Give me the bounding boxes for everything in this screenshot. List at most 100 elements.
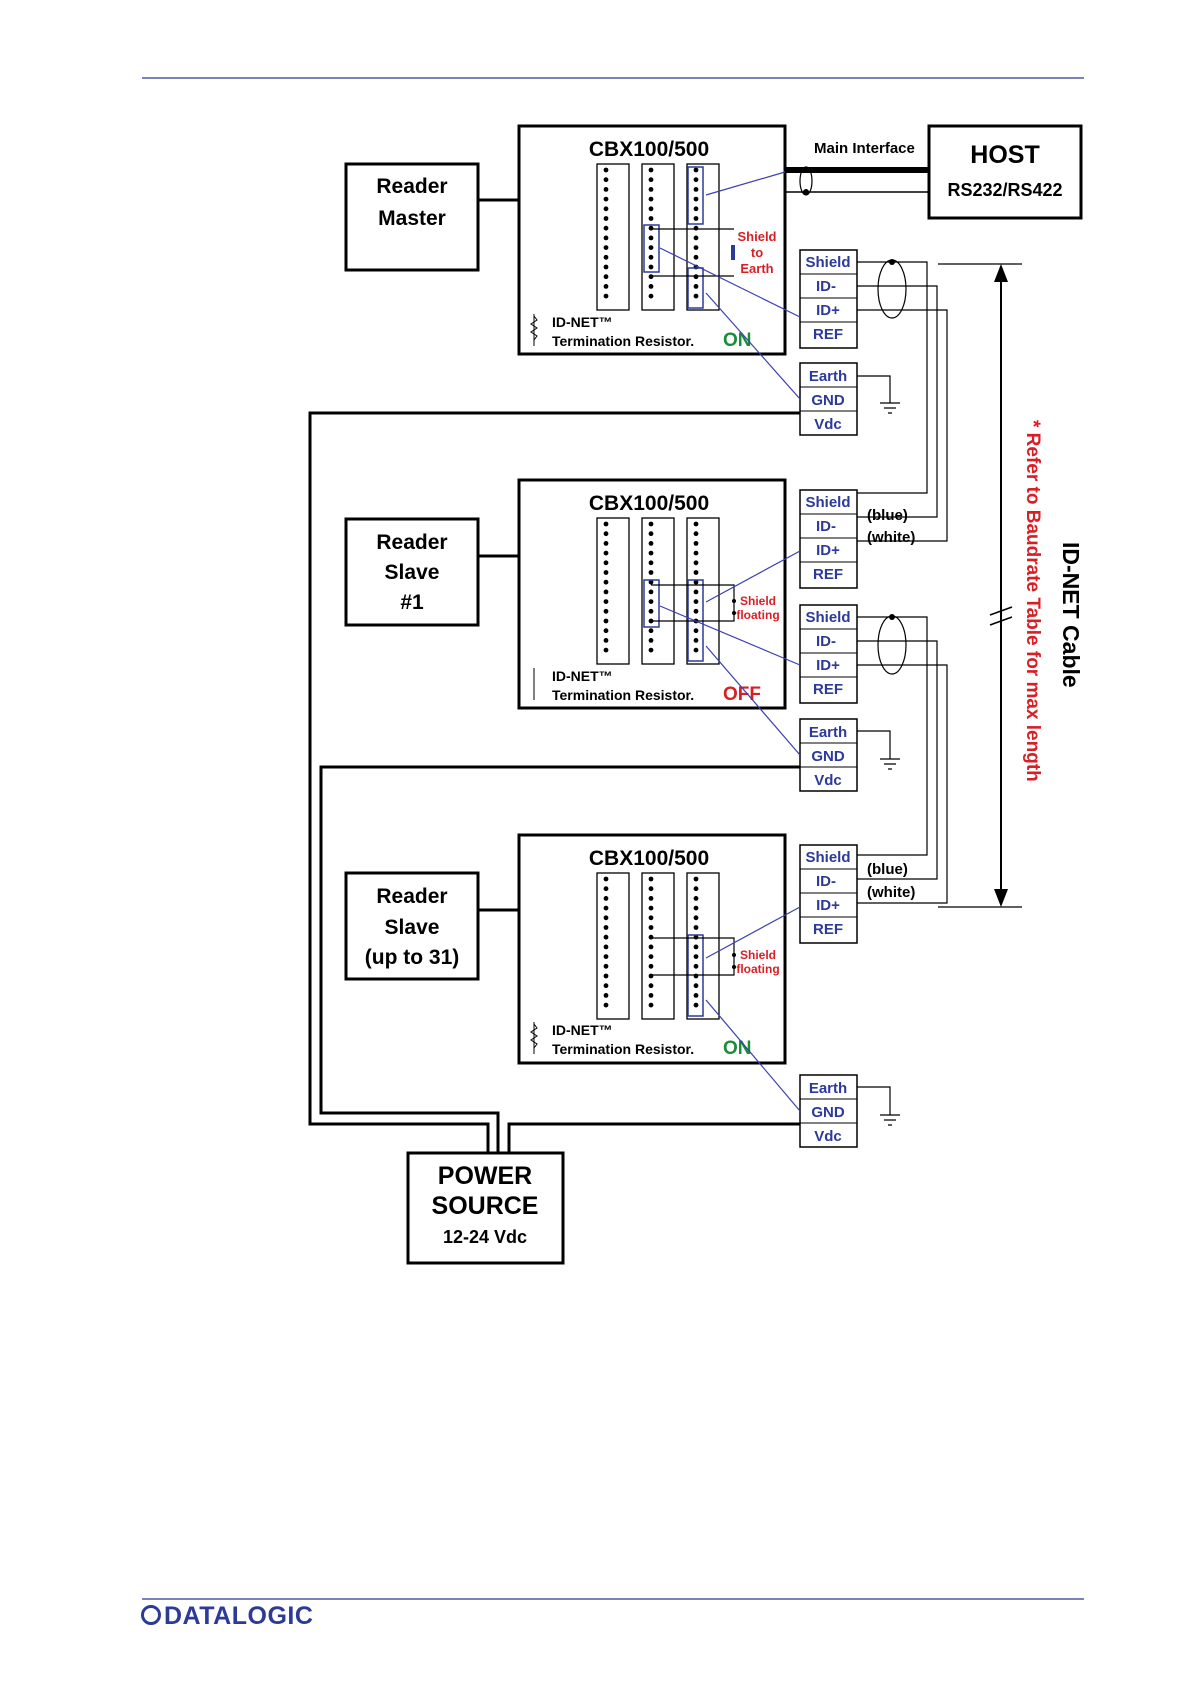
shield-note-3-line2: floating xyxy=(736,962,779,976)
terminal-dot xyxy=(603,550,609,556)
terminal-dot xyxy=(603,284,609,289)
terminal-dot xyxy=(648,934,654,940)
svg-text:ID-: ID- xyxy=(816,633,836,650)
terminal-dot xyxy=(648,915,654,921)
terminal-dot xyxy=(648,254,654,260)
terminal-dot xyxy=(648,647,654,653)
svg-text:ID+: ID+ xyxy=(816,657,840,674)
terminal-dot xyxy=(603,608,609,614)
terminal-dot xyxy=(648,608,654,614)
terminal-dot xyxy=(693,896,699,901)
terminal-dot xyxy=(648,886,654,892)
cbx-title-1: CBX100/500 xyxy=(589,138,709,161)
reader-slave1-line2: Slave xyxy=(385,561,440,584)
svg-text:Vdc: Vdc xyxy=(814,772,842,789)
terminal-dot xyxy=(603,206,609,212)
terminal-dot xyxy=(603,293,609,299)
power-source-line1: POWER xyxy=(438,1162,532,1190)
wire-white-2: (white) xyxy=(867,884,915,901)
idnet-terminal-4: Shield ID- ID+ REF xyxy=(799,844,858,944)
terminal-dot xyxy=(648,216,654,221)
terminal-dot xyxy=(693,177,699,183)
brand-name: DATALOGIC xyxy=(164,1602,314,1630)
terminal-dot xyxy=(648,245,654,251)
terminal-dot xyxy=(648,963,654,969)
terminal-dot xyxy=(603,521,609,527)
svg-text:GND: GND xyxy=(811,748,845,765)
svg-text:ID+: ID+ xyxy=(816,302,840,319)
idnet-label-3: ID-NET™ xyxy=(552,1022,613,1038)
terminal-dot xyxy=(693,983,699,989)
terminal-dot xyxy=(693,293,699,299)
terminal-dot xyxy=(648,628,654,634)
terminal-dot xyxy=(648,944,654,950)
termination-state-3: ON xyxy=(723,1038,752,1059)
idnet-cable-wires xyxy=(857,259,948,904)
terminal-dot xyxy=(693,531,699,537)
ground-symbols xyxy=(857,375,900,1126)
terminal-dot xyxy=(648,264,654,270)
svg-text:REF: REF xyxy=(813,921,843,938)
terminal-dot xyxy=(648,896,654,901)
main-interface-label: Main Interface xyxy=(814,140,915,157)
terminal-dot xyxy=(603,245,609,251)
svg-text:ID+: ID+ xyxy=(816,897,840,914)
terminal-dot xyxy=(693,647,699,653)
cbx-box-1: CBX100/500 Shield to Earth ID-NET™ Termi… xyxy=(517,124,787,356)
terminal-dot xyxy=(693,550,699,556)
reader-slave1-box: Reader Slave #1 xyxy=(344,517,480,627)
terminal-dot xyxy=(693,944,699,950)
terminal-dot xyxy=(693,599,699,604)
termination-state-2: OFF xyxy=(723,684,761,705)
svg-text:GND: GND xyxy=(811,392,845,409)
terminal-dot xyxy=(693,187,699,192)
reader-slave-n-line3: (up to 31) xyxy=(365,946,460,969)
cable-length-arrow xyxy=(938,263,1022,908)
svg-text:REF: REF xyxy=(813,326,843,343)
terminal-dots-2 xyxy=(603,521,699,653)
datalogic-logo-icon xyxy=(141,1605,161,1625)
terminal-dot xyxy=(603,905,609,911)
terminal-dot xyxy=(648,599,654,604)
terminal-dot xyxy=(693,993,699,998)
host-subtitle: RS232/RS422 xyxy=(947,180,1062,200)
terminal-dot xyxy=(648,570,654,575)
terminal-dot xyxy=(603,579,609,585)
svg-text:Shield: Shield xyxy=(805,849,850,866)
terminal-dot xyxy=(603,896,609,901)
terminal-dot xyxy=(603,274,609,280)
host-box: HOST RS232/RS422 xyxy=(927,124,1083,220)
terminal-dot xyxy=(603,925,609,930)
terminal-dot xyxy=(693,628,699,634)
svg-text:ID-: ID- xyxy=(816,278,836,295)
terminal-dot xyxy=(648,973,654,979)
terminal-dot xyxy=(603,993,609,998)
svg-text:Shield: Shield xyxy=(805,494,850,511)
terminal-dot xyxy=(693,570,699,575)
terminal-dot xyxy=(693,608,699,614)
terminal-dot xyxy=(693,589,699,595)
svg-text:Earth: Earth xyxy=(809,368,847,385)
terminal-dot xyxy=(603,944,609,950)
terminal-dot xyxy=(603,647,609,653)
terminal-dot xyxy=(693,579,699,585)
terminal-dot xyxy=(648,905,654,911)
terminal-dot xyxy=(693,886,699,892)
terminal-dot xyxy=(603,628,609,634)
terminal-dot xyxy=(693,963,699,969)
power-terminal-2: Earth GND Vdc xyxy=(799,718,858,792)
terminal-dot xyxy=(648,876,654,882)
terminal-dot xyxy=(648,531,654,537)
terminal-dot xyxy=(693,284,699,289)
terminal-dot xyxy=(693,196,699,202)
terminal-dot xyxy=(693,521,699,527)
svg-text:Vdc: Vdc xyxy=(814,1128,842,1145)
cbx-box-3: CBX100/500 Shield floating ID-NET™ Termi… xyxy=(517,833,787,1065)
idnet-terminal-2: Shield ID- ID+ REF xyxy=(799,489,858,589)
cbx-box-2: CBX100/500 Shield floating ID-NET™ Termi… xyxy=(517,478,787,710)
terminal-dot xyxy=(693,973,699,979)
terminal-dot xyxy=(603,973,609,979)
terminal-dot xyxy=(603,638,609,643)
power-source-line3: 12-24 Vdc xyxy=(443,1227,527,1247)
terminal-dot xyxy=(648,177,654,183)
